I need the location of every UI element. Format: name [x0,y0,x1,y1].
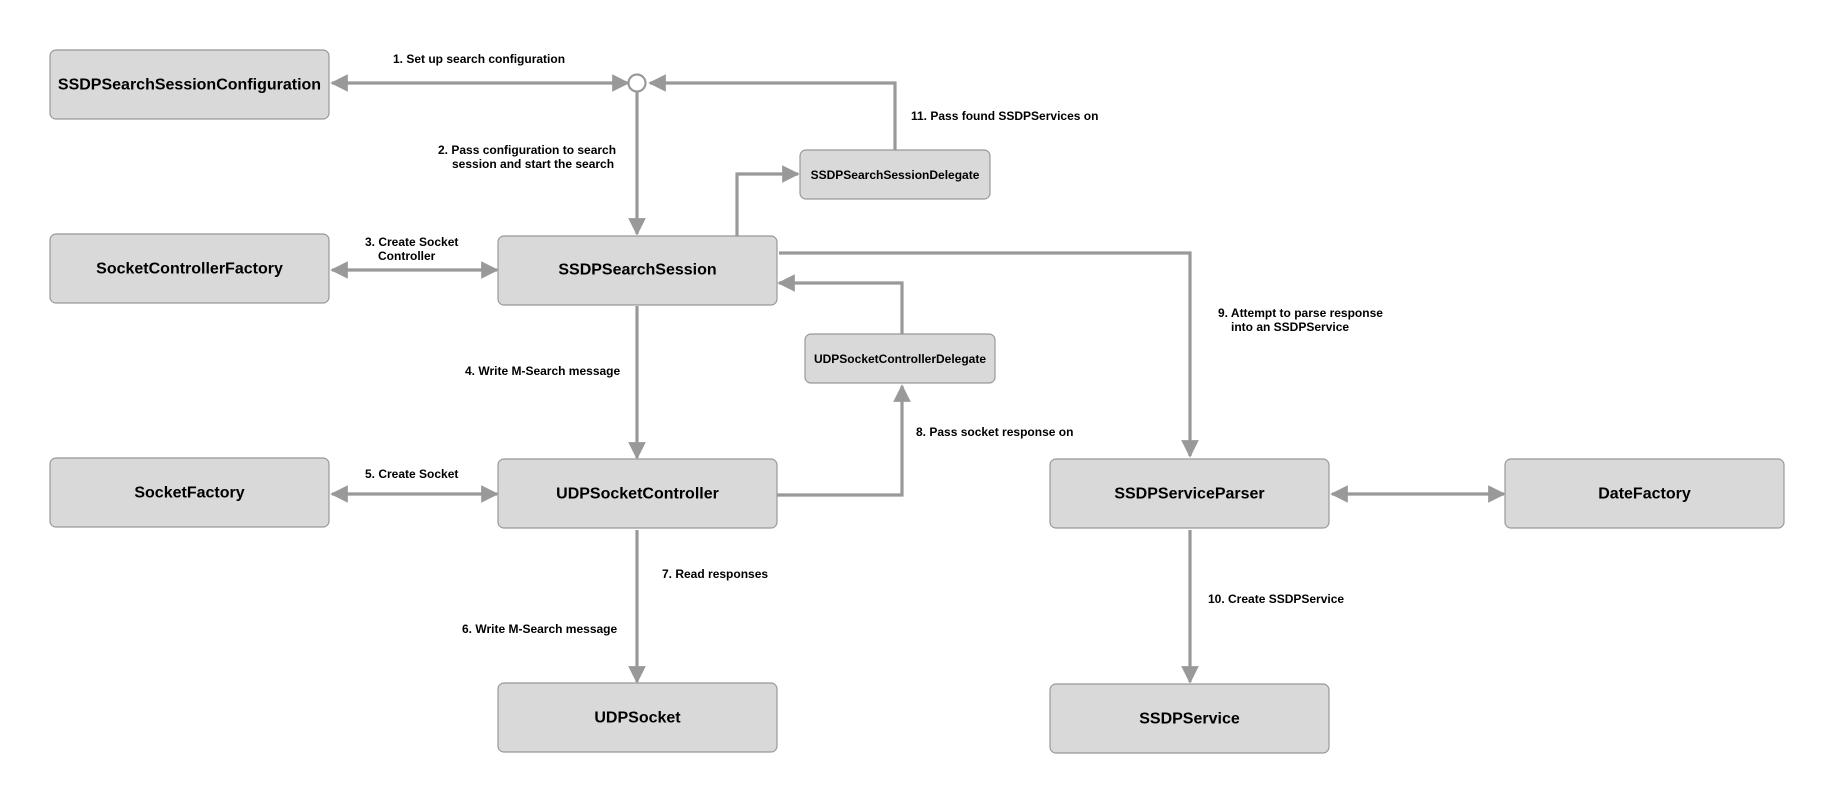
node-socket-factory: SocketFactory [49,457,330,528]
node-ssdp-service-parser: SSDPServiceParser [1049,458,1330,529]
edges [330,74,1506,684]
edge-label-4: 4. Write M-Search message [465,364,621,378]
edge-labels: 1. Set up search configuration 2. Pass c… [365,52,1383,636]
node-label: SocketFactory [134,485,244,502]
node-label: SSDPSearchSession [558,262,716,279]
node-label: DateFactory [1598,486,1691,503]
edge-label-3-line-1: 3. Create Socket [365,235,458,249]
node-socket-controller-factory: SocketControllerFactory [49,233,330,304]
edge-label-10: 10. Create SSDPService [1208,592,1344,606]
edge-label-1: 1. Set up search configuration [393,52,565,66]
edge-label-11: 11. Pass found SSDPServices on [911,109,1098,123]
node-udp-socket: UDPSocket [497,682,778,753]
node-label: SSDPServiceParser [1114,486,1264,503]
node-label: SSDPSearchSessionConfiguration [58,77,321,94]
node-label: UDPSocketControllerDelegate [814,352,986,366]
node-label: UDPSocketController [556,486,719,503]
node-udp-socket-controller: UDPSocketController [497,458,778,529]
node-label: UDPSocket [594,710,681,727]
edge-label-6: 6. Write M-Search message [462,622,618,636]
node-date-factory: DateFactory [1504,458,1785,529]
edge-label-9-line-1: 9. Attempt to parse response [1218,306,1383,320]
node-label: SSDPSearchSessionDelegate [811,168,980,182]
node-ssdp-search-session-delegate: SSDPSearchSessionDelegate [799,149,991,200]
junction-point [627,73,647,93]
node-label: SSDPService [1139,711,1240,728]
node-udp-socket-controller-delegate: UDPSocketControllerDelegate [804,333,996,384]
edge-label-7: 7. Read responses [662,567,768,581]
node-ssdp-search-session-configuration: SSDPSearchSessionConfiguration [49,49,330,120]
edge-label-2-line-1: 2. Pass configuration to search [438,143,616,157]
edge-attempt-parse [779,251,1199,458]
node-ssdp-search-session: SSDPSearchSession [497,235,778,306]
edge-session-to-delegate [735,165,800,236]
edge-pass-found-services [648,74,897,150]
edge-label-5: 5. Create Socket [365,467,458,481]
node-label: SocketControllerFactory [96,261,283,278]
edge-udp-delegate-to-session [777,274,904,334]
edge-label-3-line-2: Controller [378,249,436,263]
edge-label-2-line-2: session and start the search [452,157,614,171]
edge-label-8: 8. Pass socket response on [916,425,1073,439]
edge-pass-socket-response [777,384,911,497]
edge-label-9-line-2: into an SSDPService [1231,320,1349,334]
node-ssdp-service: SSDPService [1049,683,1330,754]
